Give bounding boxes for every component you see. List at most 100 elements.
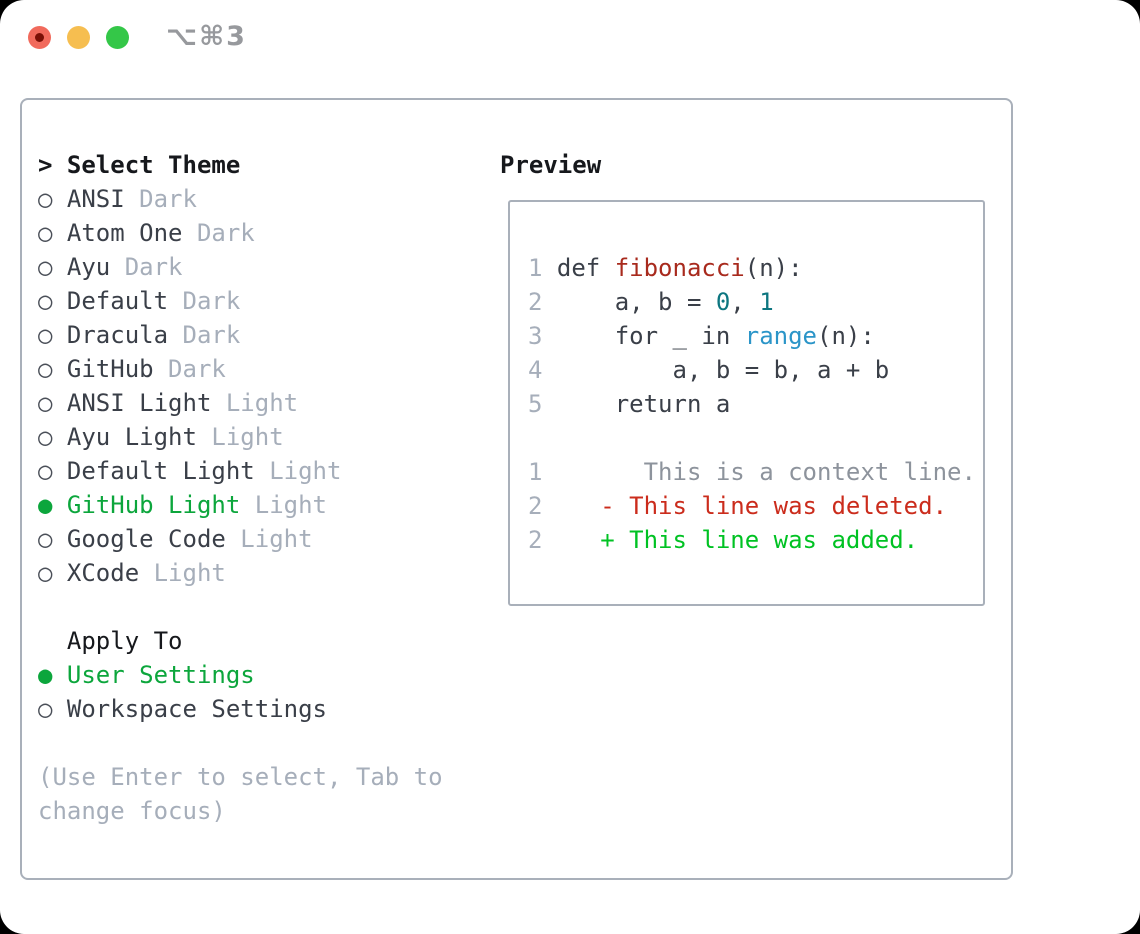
theme-option-ansi-light[interactable]: ○ ANSI Light Light [38, 386, 443, 420]
theme-variant: Dark [110, 253, 183, 281]
radio-icon: ○ [38, 253, 53, 281]
radio-icon: ○ [38, 185, 53, 213]
theme-option-dracula[interactable]: ○ Dracula Dark [38, 318, 443, 352]
code-line: 5 return a [528, 387, 983, 421]
theme-name: XCode [52, 559, 140, 587]
hint-text-line-2: change focus) [38, 797, 226, 825]
radio-icon: ○ [38, 695, 53, 723]
apply-name: Workspace Settings [52, 695, 327, 723]
radio-selected-icon: ● [38, 491, 53, 519]
theme-option-ayu-light[interactable]: ○ Ayu Light Light [38, 420, 443, 454]
apply-option-user-settings[interactable]: ● User Settings [38, 658, 443, 692]
code-token-code: return a [542, 390, 731, 418]
theme-variant: Light [225, 525, 313, 553]
code-token-code: def [542, 254, 615, 282]
preview-header: Preview [500, 148, 601, 182]
code-line: 4 a, b = b, a + b [528, 353, 983, 387]
theme-name: GitHub Light [52, 491, 241, 519]
theme-option-atom-one[interactable]: ○ Atom One Dark [38, 216, 443, 250]
cursor-prefix: > [38, 151, 67, 179]
theme-variant: Dark [124, 185, 197, 213]
theme-list: ○ ANSI Dark○ Atom One Dark○ Ayu Dark○ De… [38, 182, 443, 590]
code-token-code: , [730, 288, 760, 316]
code-token-code: (n): [744, 254, 803, 282]
theme-name: Dracula [52, 321, 169, 349]
theme-variant: Light [139, 559, 226, 587]
code-token-func: fibonacci [614, 254, 745, 282]
radio-icon: ○ [38, 287, 53, 315]
code-line [528, 421, 983, 455]
code-line: 2 a, b = 0, 1 [528, 285, 983, 319]
window-title: ⌥⌘3 [166, 21, 247, 52]
code-token-ctx: This is a context line. [542, 458, 976, 486]
theme-option-ayu[interactable]: ○ Ayu Dark [38, 250, 443, 284]
code-token-code: a, b = b, a + b [542, 356, 890, 384]
theme-name: Ayu Light [52, 423, 197, 451]
minimize-button[interactable] [67, 26, 90, 49]
code-token-code: a, b = [542, 288, 716, 316]
radio-icon: ○ [38, 525, 53, 553]
apply-to-label: Apply To [66, 627, 183, 655]
theme-option-ansi[interactable]: ○ ANSI Dark [38, 182, 443, 216]
radio-icon: ○ [38, 389, 53, 417]
apply-option-workspace-settings[interactable]: ○ Workspace Settings [38, 692, 443, 726]
theme-name: ANSI Light [52, 389, 212, 417]
code-token-ln: 4 [528, 356, 543, 384]
code-token-del: - This line was deleted. [542, 492, 948, 520]
theme-variant: Light [240, 491, 327, 519]
theme-dialog: > Select Theme ○ ANSI Dark○ Atom One Dar… [20, 98, 1013, 880]
code-token-add: + This line was added. [542, 526, 919, 554]
radio-selected-icon: ● [38, 661, 53, 689]
theme-variant: Light [196, 423, 284, 451]
theme-variant: Dark [168, 321, 241, 349]
apply-to-list: ● User Settings○ Workspace Settings [38, 658, 443, 726]
radio-icon: ○ [38, 321, 53, 349]
preview-title-label: Preview [500, 151, 602, 179]
code-token-num: 0 [715, 288, 731, 316]
close-dot-icon [35, 33, 44, 42]
close-button[interactable] [28, 26, 51, 49]
code-token-ln: 2 [528, 492, 543, 520]
radio-icon: ○ [38, 423, 53, 451]
radio-icon: ○ [38, 219, 53, 247]
theme-name: Ayu [52, 253, 111, 281]
theme-variant: Dark [168, 287, 241, 315]
theme-name: Atom One [52, 219, 183, 247]
code-token-num: 1 [759, 288, 774, 316]
radio-icon: ○ [38, 355, 53, 383]
theme-variant: Dark [182, 219, 255, 247]
radio-icon: ○ [38, 457, 53, 485]
theme-name: GitHub [52, 355, 154, 383]
code-line: 2 - This line was deleted. [528, 489, 983, 523]
spacer [38, 726, 443, 760]
code-token-builtin: range [744, 322, 817, 350]
zoom-button[interactable] [106, 26, 129, 49]
code-token-code: for _ in [542, 322, 745, 350]
code-token-ln: 2 [528, 526, 543, 554]
theme-name: Default Light [52, 457, 255, 485]
code-line: 1 def fibonacci(n): [528, 251, 983, 285]
theme-option-default[interactable]: ○ Default Dark [38, 284, 443, 318]
theme-option-github[interactable]: ○ GitHub Dark [38, 352, 443, 386]
theme-variant: Light [211, 389, 299, 417]
code-token-code: (n): [817, 322, 875, 350]
theme-variant: Light [254, 457, 342, 485]
theme-variant: Dark [153, 355, 226, 383]
code-token-ln: 1 [528, 458, 543, 486]
radio-icon: ○ [38, 559, 53, 587]
theme-option-github-light[interactable]: ● GitHub Light Light [38, 488, 443, 522]
apply-name: User Settings [52, 661, 255, 689]
apply-to-header: Apply To [38, 624, 443, 658]
theme-option-default-light[interactable]: ○ Default Light Light [38, 454, 443, 488]
theme-list-column: > Select Theme ○ ANSI Dark○ Atom One Dar… [38, 148, 443, 828]
code-line: 3 for _ in range(n): [528, 319, 983, 353]
titlebar: ⌥⌘3 [0, 0, 1140, 74]
theme-option-xcode[interactable]: ○ XCode Light [38, 556, 443, 590]
code-token-ln: 3 [528, 322, 543, 350]
code-token-ln: 1 [528, 254, 543, 282]
theme-name: Google Code [52, 525, 226, 553]
theme-option-google-code[interactable]: ○ Google Code Light [38, 522, 443, 556]
